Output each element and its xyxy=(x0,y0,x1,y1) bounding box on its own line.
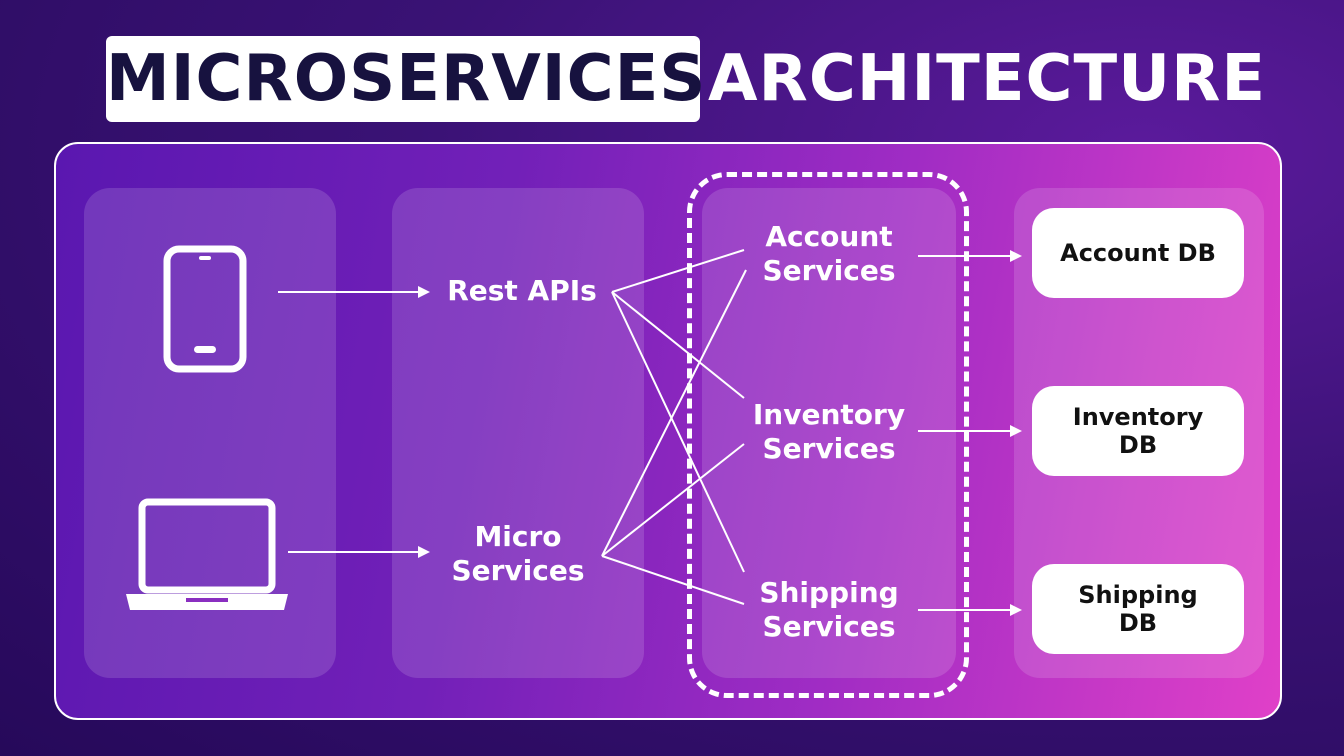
title-highlight-text: MICROSERVICES xyxy=(106,42,707,116)
account-services-label: Account Services xyxy=(762,220,896,287)
title-rest-text: ARCHITECTURE xyxy=(708,42,1267,116)
rest-to-account-line xyxy=(611,249,745,293)
account-db-box: Account DB xyxy=(1032,208,1244,298)
micro-services-label: Micro Services xyxy=(451,520,585,587)
gateway-panel xyxy=(392,188,644,678)
laptop-icon xyxy=(126,498,288,610)
inventory-db-box: Inventory DB xyxy=(1032,386,1244,476)
micro-to-account-line xyxy=(601,269,747,557)
title-highlight-box xyxy=(106,36,700,122)
rest-to-shipping-line xyxy=(611,291,745,573)
rest-to-inventory-line xyxy=(611,291,745,399)
services-panel xyxy=(702,188,956,678)
account-db-label: Account DB xyxy=(1060,239,1216,267)
micro-to-inventory-line xyxy=(601,443,745,557)
rest-apis-label: Rest APIs xyxy=(447,274,597,307)
shipping-db-box: Shipping DB xyxy=(1032,564,1244,654)
inventory-db-label: Inventory DB xyxy=(1072,403,1204,459)
page-title: MICROSERVICES ARCHITECTURE xyxy=(0,36,1344,126)
shipping-services-label: Shipping Services xyxy=(759,576,899,643)
connection-lines xyxy=(278,249,1022,616)
services-boundary xyxy=(687,172,969,698)
inventory-services-label: Inventory Services xyxy=(752,398,906,465)
smartphone-icon xyxy=(163,245,247,373)
micro-to-shipping-line xyxy=(601,555,745,605)
shipping-db-label: Shipping DB xyxy=(1078,581,1198,637)
architecture-diagram: Rest APIs Micro Services Account Service… xyxy=(54,142,1282,720)
